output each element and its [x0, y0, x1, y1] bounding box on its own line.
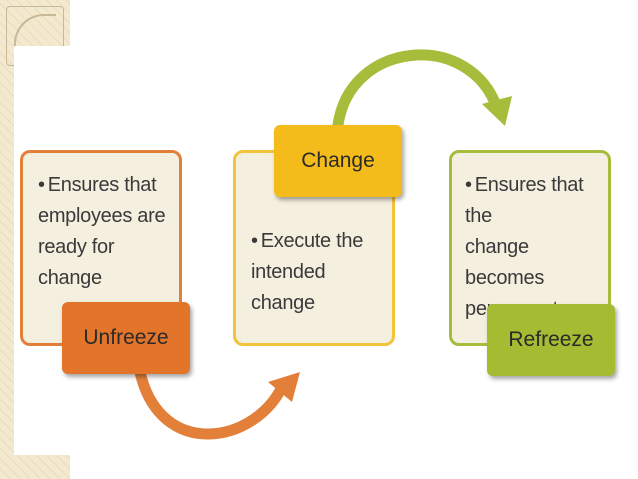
description-line: becomes — [465, 267, 545, 289]
stage-label-change: Change — [274, 125, 402, 197]
bullet-icon: • — [251, 230, 258, 252]
stage-description-change: •Execute the intended change — [251, 226, 391, 319]
bullet-icon: • — [38, 174, 45, 196]
arrow-change-to-refreeze — [332, 49, 503, 131]
arrow-head-change-to-refreeze — [482, 96, 512, 126]
description-line: ready for — [38, 236, 115, 258]
bullet-icon: • — [465, 174, 472, 196]
description-line: •Execute the — [251, 226, 391, 257]
description-line: employees are — [38, 205, 166, 227]
description-line: •Ensures that — [38, 170, 178, 201]
corner-curl-ornament — [14, 14, 56, 56]
arrow-head-unfreeze-to-change — [268, 372, 300, 402]
stage-label-unfreeze: Unfreeze — [62, 302, 190, 374]
description-line: •Ensures that the — [465, 170, 605, 232]
arrow-unfreeze-to-change — [134, 366, 289, 440]
description-line: change — [251, 292, 315, 314]
stage-label-refreeze: Refreeze — [487, 304, 615, 376]
description-line: intended — [251, 261, 326, 283]
stage-description-unfreeze: •Ensures that employees are ready for ch… — [38, 170, 178, 294]
description-line: change — [38, 267, 102, 289]
description-line: change — [465, 236, 529, 258]
stage-description-refreeze: •Ensures that the change becomes permane… — [465, 170, 605, 325]
